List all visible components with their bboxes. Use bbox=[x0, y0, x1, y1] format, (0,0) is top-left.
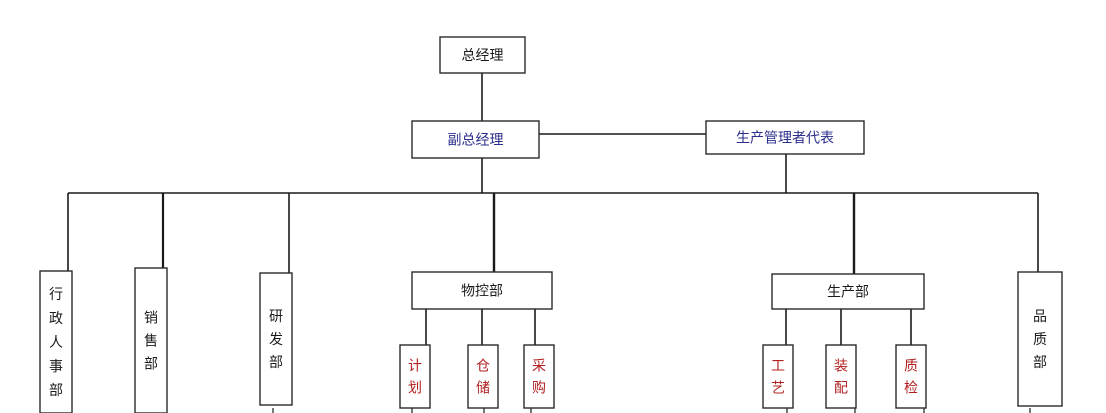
node-gm: 总经理 bbox=[439, 36, 526, 74]
node-label: 销售部 bbox=[144, 311, 158, 373]
node-assembly: 装配 bbox=[825, 344, 857, 409]
node-purchase: 采购 bbox=[523, 344, 555, 409]
node-box bbox=[411, 120, 540, 159]
node-label: 采购 bbox=[532, 359, 546, 397]
node-box bbox=[411, 271, 553, 310]
node-rep: 生产管理者代表 bbox=[705, 120, 865, 155]
node-box bbox=[1017, 271, 1063, 407]
node-label: 生产部 bbox=[827, 285, 869, 301]
node-box bbox=[39, 270, 73, 413]
node-box bbox=[895, 344, 927, 409]
node-label: 品质部 bbox=[1033, 309, 1047, 371]
node-label: 生产管理者代表 bbox=[736, 131, 834, 147]
node-prod: 生产部 bbox=[771, 273, 925, 310]
node-box bbox=[439, 36, 526, 74]
node-label: 仓储 bbox=[476, 359, 490, 397]
node-sales: 销售部 bbox=[134, 267, 168, 413]
node-label: 质检 bbox=[904, 359, 918, 397]
edge-vgm-to-rep bbox=[539, 133, 787, 193]
node-box bbox=[825, 344, 857, 409]
node-label: 研发部 bbox=[269, 309, 283, 371]
node-box bbox=[523, 344, 555, 409]
node-label: 行政人事部 bbox=[49, 287, 63, 399]
node-process: 工艺 bbox=[762, 344, 794, 409]
node-matctrl: 物控部 bbox=[411, 271, 553, 310]
node-box bbox=[771, 273, 925, 310]
bottom-tick-marks bbox=[53, 408, 1031, 413]
connector-lines bbox=[53, 73, 1039, 413]
node-label: 物控部 bbox=[461, 284, 503, 300]
node-inspect: 质检 bbox=[895, 344, 927, 409]
node-label: 计划 bbox=[408, 359, 422, 397]
node-vgm: 副总经理 bbox=[411, 120, 540, 159]
edge-vgm-to-admin bbox=[67, 158, 1038, 271]
node-box bbox=[762, 344, 794, 409]
node-warehouse: 仓储 bbox=[467, 344, 499, 409]
node-plan: 计划 bbox=[399, 344, 431, 409]
node-label: 副总经理 bbox=[448, 133, 504, 149]
node-box bbox=[705, 120, 865, 155]
node-label: 总经理 bbox=[462, 48, 504, 64]
node-box bbox=[467, 344, 499, 409]
node-rnd: 研发部 bbox=[259, 272, 293, 406]
node-box bbox=[134, 267, 168, 413]
node-box bbox=[259, 272, 293, 406]
node-label: 装配 bbox=[834, 359, 848, 397]
node-quality: 品质部 bbox=[1017, 271, 1063, 407]
node-box bbox=[399, 344, 431, 409]
node-label: 工艺 bbox=[771, 359, 785, 397]
node-admin: 行政人事部 bbox=[39, 270, 73, 413]
